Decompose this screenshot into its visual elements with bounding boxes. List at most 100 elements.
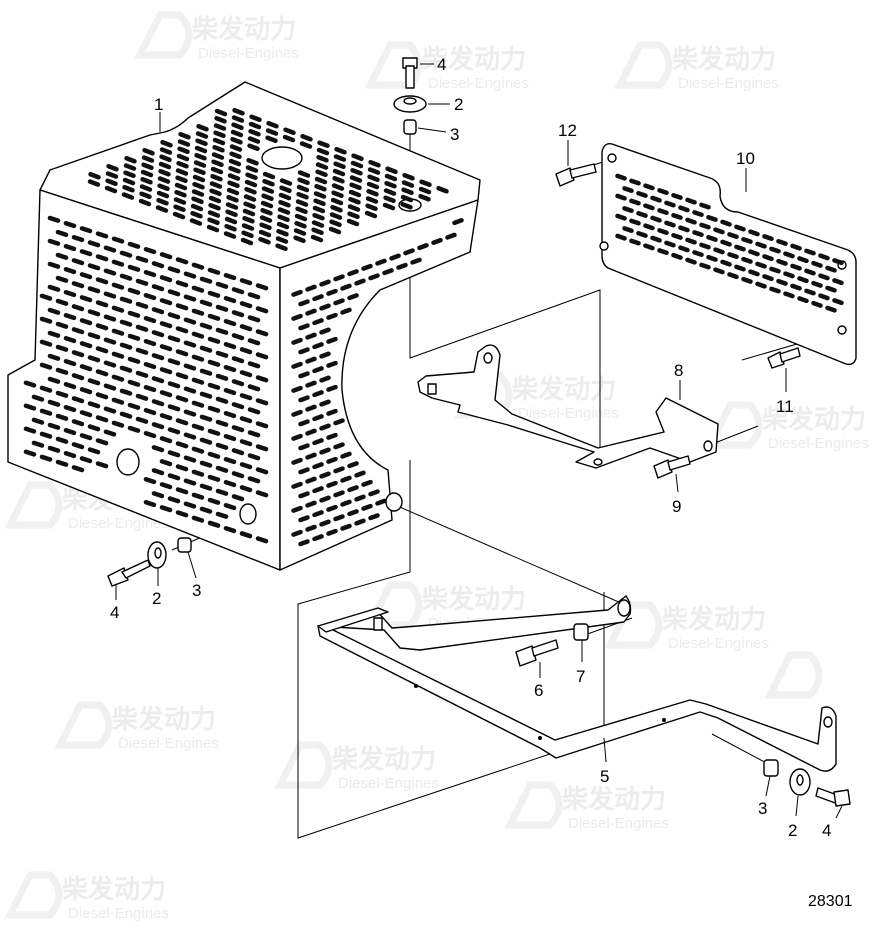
perforation-slot <box>229 151 242 160</box>
perforation-slot <box>63 381 77 390</box>
watermark-logo-icon <box>604 601 663 649</box>
perforation-slot <box>311 220 325 228</box>
perforation-slot <box>39 293 53 301</box>
perforation-slot <box>418 186 432 195</box>
perforation-slot <box>313 191 327 199</box>
perforation-slot <box>191 262 205 270</box>
perforation-slot <box>811 280 823 288</box>
perforation-slot <box>247 384 261 392</box>
watermark-cn: 柴发动力 <box>421 44 526 75</box>
perforation-slot <box>383 195 396 204</box>
perforation-slot <box>762 254 774 262</box>
perforation-slot <box>297 170 311 178</box>
callout-4-bottom: 4 <box>822 821 831 840</box>
perforation-slot <box>247 338 261 346</box>
perforation-slot <box>410 257 422 265</box>
perforation-slot <box>340 523 352 531</box>
perforation-slot <box>103 360 117 368</box>
perforation-slot <box>199 276 213 284</box>
perforation-slot <box>291 385 303 393</box>
perforation-slot <box>678 225 690 233</box>
perforation-slot <box>294 213 308 222</box>
perforation-slot <box>643 183 655 191</box>
perforation-slot <box>401 187 414 196</box>
perforation-slot <box>249 114 262 123</box>
bar-hole <box>823 716 833 728</box>
perforation-slot <box>239 393 253 401</box>
perforation-slot <box>278 199 291 208</box>
perforation-slot <box>243 194 257 202</box>
perforation-slot <box>351 153 364 162</box>
perforation-slot <box>445 232 457 240</box>
screw-head-icon <box>653 459 673 479</box>
perforation-slot <box>119 388 133 396</box>
callout-3-top: 3 <box>450 125 459 144</box>
perforation-slot <box>228 158 242 167</box>
perforation-slot <box>95 277 109 285</box>
perforation-slot <box>47 399 61 407</box>
perforation-slot <box>365 203 378 212</box>
perforation-slot <box>818 293 830 301</box>
perforation-slot <box>151 261 165 269</box>
perforation-slot <box>298 371 310 379</box>
perforation-slot <box>255 306 269 314</box>
perforation-slot <box>223 502 237 511</box>
perforation-slot <box>87 447 101 455</box>
perforation-slot <box>299 141 313 149</box>
spacer-icon <box>403 119 417 135</box>
perforation-slot <box>375 498 387 506</box>
perforation-slot <box>215 511 229 519</box>
perforation-slot <box>95 438 109 446</box>
perforation-slot <box>396 262 408 270</box>
perforation-slot <box>192 174 206 183</box>
perforation-slot <box>103 268 117 276</box>
perforation-slot <box>135 324 149 332</box>
perforation-slot <box>239 531 253 539</box>
watermark-en: Diesel-Engines <box>678 75 779 92</box>
perforation-slot <box>348 196 361 205</box>
perforation-slot <box>119 273 133 281</box>
perforation-slot <box>319 279 331 287</box>
perforation-slot <box>643 243 655 251</box>
perforation-slot <box>748 269 760 277</box>
perforation-slot <box>55 298 69 306</box>
perforation-slot <box>832 258 844 266</box>
perforation-slot <box>194 145 208 154</box>
spacer-icon <box>573 623 589 641</box>
plate-hole <box>607 153 617 163</box>
perforation-slot <box>71 442 85 450</box>
watermark-cn: 柴发动力 <box>511 374 616 405</box>
perforation-slot <box>347 269 359 277</box>
perforation-slot <box>239 278 253 286</box>
perforation-slot <box>79 433 93 441</box>
perforation-slot <box>211 159 224 168</box>
perforation-slot <box>231 115 245 123</box>
perforation-slot <box>135 278 149 286</box>
perforation-slot <box>255 329 269 337</box>
perforation-slot <box>23 426 37 434</box>
perforation-slot <box>79 295 93 303</box>
perforation-slot <box>755 241 767 249</box>
perforation-slot <box>47 330 61 338</box>
perforation-slot <box>172 211 186 220</box>
watermark-logo-icon <box>4 481 63 529</box>
perforation-slot <box>364 210 378 219</box>
perforation-slot <box>258 236 271 245</box>
perforation-slot <box>671 232 683 240</box>
perforation-slot <box>332 168 346 177</box>
perforation-slot <box>199 483 213 491</box>
perforation-slot <box>159 436 173 444</box>
perforation-slot <box>400 201 413 210</box>
perforation-slot <box>143 315 157 324</box>
perforation-slot <box>312 342 324 350</box>
perforation-slot <box>79 364 93 372</box>
perforation-slot <box>685 237 697 245</box>
perforation-slot <box>103 337 117 345</box>
perforation-slot <box>261 186 275 194</box>
perforation-slot <box>260 200 274 209</box>
perforation-slot <box>175 349 189 357</box>
perforation-slot <box>151 422 165 430</box>
perforation-slot <box>636 230 648 238</box>
perforation-slot <box>151 376 165 384</box>
perforation-slot <box>103 291 117 299</box>
